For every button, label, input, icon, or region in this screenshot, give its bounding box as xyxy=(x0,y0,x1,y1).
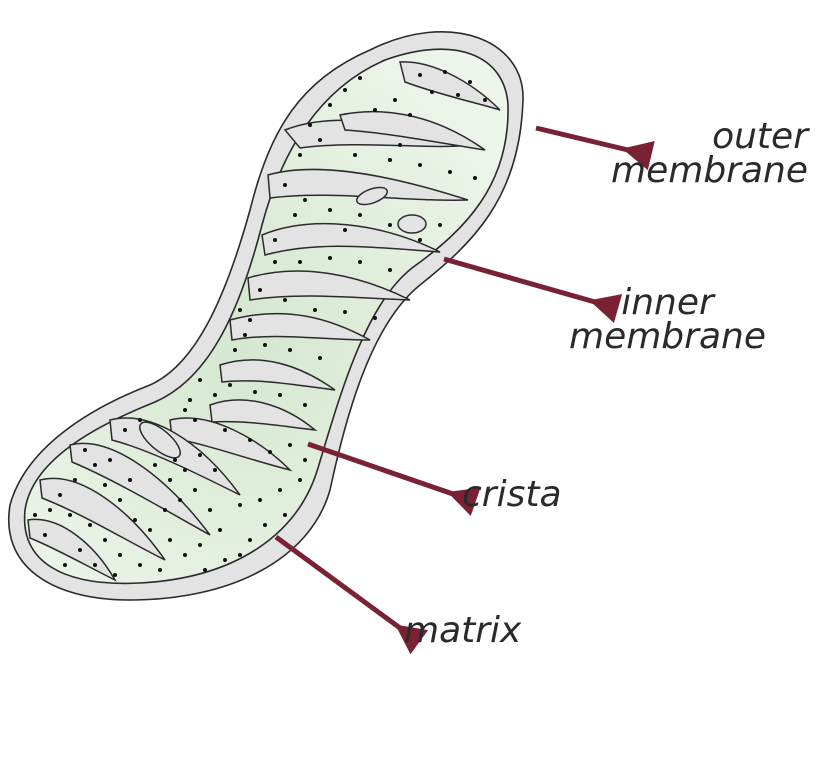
outer-membrane-label-line1: outer xyxy=(712,116,808,157)
outer-membrane-arrow xyxy=(535,125,655,171)
inner-membrane-label: inner membrane xyxy=(555,282,780,357)
outer-membrane-label: outer membrane xyxy=(608,116,808,191)
matrix-arrow xyxy=(274,534,429,655)
outer-membrane-label-line2: membrane xyxy=(611,150,808,191)
label-arrows xyxy=(274,125,655,655)
matrix-label: matrix xyxy=(404,610,522,651)
cristae xyxy=(27,61,501,582)
inner-membrane-label-line2: membrane xyxy=(569,316,766,357)
inner-membrane-label-line1: inner xyxy=(621,282,714,323)
matrix-granules xyxy=(33,70,487,577)
crista-arrow xyxy=(307,441,481,517)
inner-membrane-arrow xyxy=(443,256,623,323)
crista-label: crista xyxy=(462,474,562,515)
